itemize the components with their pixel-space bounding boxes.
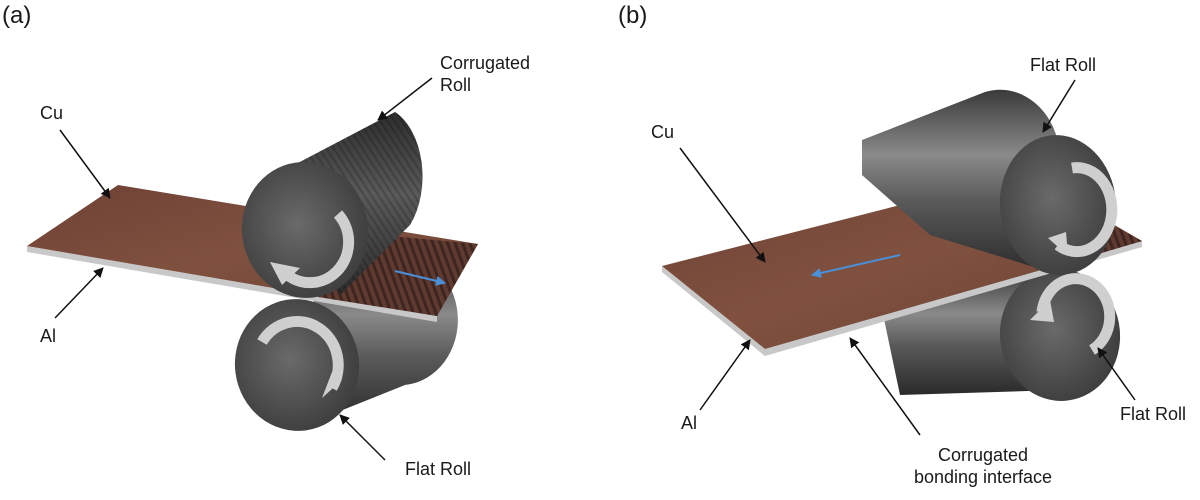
panel-b-top-rotation-arrow-icon bbox=[1048, 162, 1118, 258]
panel-b-bottom-roll-leader bbox=[1097, 347, 1136, 401]
panel-b-al-leader bbox=[699, 339, 751, 411]
panel-b-interface-leader bbox=[849, 337, 921, 436]
panel-a-letter: (a) bbox=[2, 2, 32, 29]
panel-a-top-rotation-arrow-icon bbox=[270, 210, 355, 289]
panel-a-rolling-direction-arrow bbox=[394, 270, 446, 286]
panel-b-cu-leader bbox=[679, 147, 766, 263]
panel-a-top-roll-leader bbox=[377, 77, 433, 121]
panel-b-interface-label: Corrugated bonding interface bbox=[913, 445, 1053, 487]
panel-b-bottom-roll-label: Flat Roll bbox=[1120, 404, 1187, 424]
panel-b-al-label: Al bbox=[681, 413, 698, 433]
panel-a-bottom-rotation-arrow-icon bbox=[257, 315, 344, 398]
panel-b-rolling-direction-arrow bbox=[811, 254, 901, 278]
panel-a-cu-label: Cu bbox=[40, 103, 64, 123]
panel-a-bottom-roll-leader bbox=[339, 414, 386, 461]
panel-a-bottom-roll-label: Flat Roll bbox=[405, 459, 472, 479]
panel-b-top-roll-label: Flat Roll bbox=[1030, 55, 1097, 75]
panel-a-cu-leader bbox=[59, 129, 111, 199]
panel-b-letter: (b) bbox=[618, 2, 648, 29]
panel-b-cu-label: Cu bbox=[651, 122, 675, 142]
panel-a-top-roll-label: Corrugated Roll bbox=[440, 53, 531, 95]
panel-b-top-roll-leader bbox=[1042, 79, 1076, 133]
panel-a-al-leader bbox=[54, 267, 104, 319]
panel-b-bottom-rotation-arrow-icon bbox=[1030, 273, 1116, 355]
panel-a-al-sheet bbox=[27, 246, 437, 322]
panel-a-al-label: Al bbox=[40, 326, 57, 346]
panel-a bbox=[27, 77, 478, 461]
panel-b bbox=[662, 79, 1142, 436]
panel-b-al-sheet bbox=[662, 266, 765, 356]
